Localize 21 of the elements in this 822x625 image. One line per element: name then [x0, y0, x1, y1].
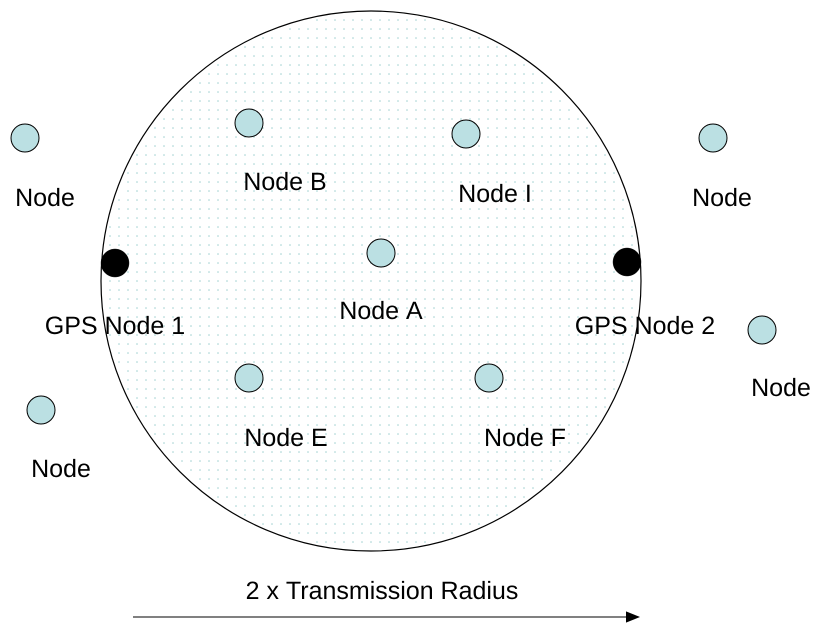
sensor-node: Node E: [234, 364, 327, 446]
sensor-node: Node B: [234, 108, 326, 190]
sensor-node: Node I: [452, 120, 530, 202]
sensor-node: Node: [694, 124, 751, 206]
node-label: Node: [694, 188, 751, 206]
node-label: Node A: [341, 300, 423, 320]
sensor-node: Node: [26, 396, 90, 478]
node-label: Node: [17, 188, 74, 206]
node-label: GPS Node 1: [46, 316, 184, 334]
sensor-node: Node: [748, 316, 810, 396]
node-label: Node B: [245, 172, 326, 190]
node-label: Node E: [246, 428, 327, 446]
dimension-label: 2 x Transmission Radius: [246, 580, 518, 600]
node-label: Node F: [486, 428, 565, 446]
sensor-node: Node: [10, 124, 74, 206]
sensor-node: Node F: [474, 364, 565, 446]
gps-node: GPS Node 1: [46, 248, 184, 334]
node-label: Node: [753, 378, 810, 396]
node-label: Node: [33, 458, 90, 478]
node-label: Node I: [460, 184, 530, 202]
sensor-node: Node A: [341, 238, 423, 320]
